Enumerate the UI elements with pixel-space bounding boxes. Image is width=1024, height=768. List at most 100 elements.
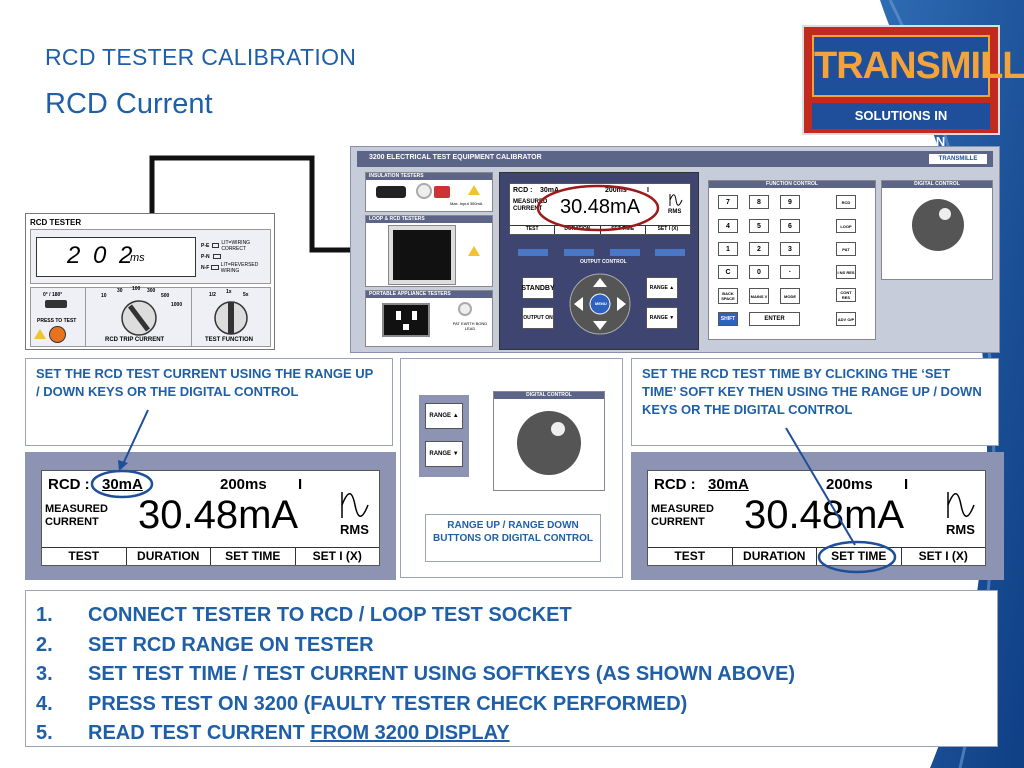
key-pat[interactable]: PAT <box>836 242 856 256</box>
right-lcd-time: 200ms <box>826 476 873 493</box>
loop-rcd-section-label: LOOP & RCD TESTERS <box>366 216 492 223</box>
standby-button[interactable]: STANDBY <box>521 277 555 299</box>
pat-socket-pin-earth <box>403 324 409 330</box>
key-6[interactable]: 6 <box>780 219 800 233</box>
key-7[interactable]: 7 <box>718 195 738 209</box>
key-ins-res[interactable]: I NS RES <box>836 265 856 279</box>
range-up-button[interactable]: RANGE ▲ <box>425 403 463 429</box>
cal-lcd-time: 200ms <box>605 187 627 194</box>
output-on-button[interactable]: OUTPUT ON <box>522 307 554 329</box>
key-shift[interactable]: SHIFT <box>718 312 738 326</box>
key-0[interactable]: 0 <box>749 265 769 279</box>
loop-rcd-socket[interactable] <box>393 230 451 280</box>
key-8[interactable]: 8 <box>749 195 769 209</box>
cal-lcd-range: 30mA <box>540 187 560 194</box>
phase-label: 0° / 180° <box>43 292 63 298</box>
left-lcd: RCD : 30mA 200ms I MEASURED CURRENT 30.4… <box>41 470 380 566</box>
key-cont-res[interactable]: CONT RES <box>836 288 856 302</box>
right-lcd-value: 30.48mA <box>744 493 905 537</box>
key-decimal[interactable]: · <box>780 265 800 279</box>
key-2[interactable]: 2 <box>749 242 769 256</box>
softkey-button-3[interactable] <box>610 249 640 256</box>
cal-lcd-sine-icon <box>669 194 683 206</box>
phase-switch[interactable] <box>45 300 67 308</box>
key-mains-v[interactable]: MAINS V <box>749 288 769 304</box>
key-5[interactable]: 5 <box>749 219 769 233</box>
cal-lcd-softkeys: TEST DURATION SET TIME SET I (X) <box>510 225 690 234</box>
left-softkey-test[interactable]: TEST <box>42 548 127 565</box>
trip-scale-100: 100 <box>132 286 141 292</box>
left-lcd-range: 30mA <box>102 476 143 493</box>
transmille-logo: TRANSMILLE SOLUTIONS IN CALIBRATION <box>802 25 1024 149</box>
cal-range-up-button[interactable]: RANGE ▲ <box>646 277 678 299</box>
left-lcd-phase: I <box>298 476 303 493</box>
cal-softkey-set-i: SET I (X) <box>657 226 679 232</box>
left-instruction-text: SET THE RCD TEST CURRENT USING THE RANGE… <box>36 366 374 399</box>
function-scale-half: 1/2 <box>209 292 216 298</box>
calibrator-lcd: RCD : 30mA 200ms I MEASURED CURRENT 30.4… <box>509 183 691 235</box>
right-lcd-range: 30mA <box>708 476 749 493</box>
tester-left-controls: 0° / 180° PRESS TO TEST <box>31 288 86 346</box>
insulation-terminal-white[interactable] <box>416 183 432 199</box>
key-clear[interactable]: C <box>718 265 738 279</box>
middle-digital-knob[interactable] <box>514 407 584 477</box>
page-supertitle: RCD TESTER CALIBRATION <box>45 44 357 70</box>
middle-digital-control-label: DIGITAL CONTROL <box>494 392 604 399</box>
cal-range-down-button[interactable]: RANGE ▼ <box>646 307 678 329</box>
calibrator-title: 3200 ELECTRICAL TEST EQUIPMENT CALIBRATO… <box>369 154 542 161</box>
tester-display-value: 2 0 2 <box>67 242 136 269</box>
navigation-dpad[interactable] <box>568 272 632 336</box>
right-lcd: RCD : 30mA 200ms I MEASURED CURRENT 30.4… <box>647 470 986 566</box>
key-9[interactable]: 9 <box>780 195 800 209</box>
left-display-frame: RCD : 30mA 200ms I MEASURED CURRENT 30.4… <box>25 452 396 580</box>
test-button[interactable] <box>49 326 66 343</box>
steps-list: 1.CONNECT TESTER TO RCD / LOOP TEST SOCK… <box>36 601 795 749</box>
left-lcd-rcd-label: RCD : <box>48 476 90 493</box>
cal-softkey-test: TEST <box>510 226 556 234</box>
key-4[interactable]: 4 <box>718 219 738 233</box>
step-item: 5.READ TEST CURRENT FROM 3200 DISPLAY <box>36 722 510 744</box>
function-control-section: FUNCTION CONTROL 7 8 9 4 5 6 1 2 3 C 0 ·… <box>708 180 876 340</box>
right-softkey-set-i[interactable]: SET I (X) <box>918 549 968 563</box>
right-softkey-set-time[interactable]: SET TIME <box>817 548 902 565</box>
left-softkey-set-time[interactable]: SET TIME <box>211 548 296 565</box>
left-lcd-measured-label: MEASURED CURRENT <box>45 503 108 528</box>
key-back-space[interactable]: BACK SPACE <box>718 288 738 304</box>
right-softkey-duration[interactable]: DURATION <box>733 548 817 565</box>
loop-rcd-section: LOOP & RCD TESTERS <box>365 215 493 287</box>
right-lcd-softkeys: TEST DURATION SET TIME SET I (X) <box>648 547 985 565</box>
pat-section-label: PORTABLE APPLIANCE TESTERS <box>366 291 492 298</box>
trip-current-knob[interactable] <box>112 296 167 336</box>
key-enter[interactable]: ENTER <box>749 312 800 326</box>
key-mode[interactable]: MODE <box>780 288 800 304</box>
calibrator-3200: 3200 ELECTRICAL TEST EQUIPMENT CALIBRATO… <box>350 146 1000 353</box>
key-adv-op[interactable]: ADV O/P <box>836 312 856 326</box>
digital-control-knob[interactable] <box>908 195 968 255</box>
softkey-button-4[interactable] <box>655 249 685 256</box>
trip-scale-10: 10 <box>101 293 107 299</box>
range-down-button[interactable]: RANGE ▼ <box>425 441 463 467</box>
cal-lcd-rms: RMS <box>668 209 682 215</box>
key-rcd[interactable]: RCD <box>836 195 856 209</box>
key-loop[interactable]: LOOP <box>836 219 856 233</box>
logo-slogan: SOLUTIONS IN CALIBRATION <box>812 103 990 149</box>
left-softkey-set-i[interactable]: SET I (X) <box>312 549 362 563</box>
insulation-section-label: INSULATION TESTERS <box>366 173 492 180</box>
right-lcd-sine-icon <box>947 492 975 518</box>
right-lcd-rcd-label: RCD : <box>654 476 696 493</box>
softkey-button-1[interactable] <box>518 249 548 256</box>
pat-socket[interactable] <box>382 303 430 337</box>
insulation-terminal-red[interactable] <box>434 186 450 198</box>
menu-button-label: MENU <box>595 301 607 306</box>
left-softkey-duration[interactable]: DURATION <box>127 548 211 565</box>
key-3[interactable]: 3 <box>780 242 800 256</box>
insulation-terminal-black[interactable] <box>376 186 406 198</box>
key-1[interactable]: 1 <box>718 242 738 256</box>
softkey-button-2[interactable] <box>564 249 594 256</box>
test-function-knob[interactable] <box>211 296 251 336</box>
pat-earth-terminal[interactable] <box>458 302 472 316</box>
step-item: 1.CONNECT TESTER TO RCD / LOOP TEST SOCK… <box>36 604 572 626</box>
calibrator-mini-logo: TRANSMILLE <box>929 154 987 164</box>
right-softkey-test[interactable]: TEST <box>648 548 733 565</box>
